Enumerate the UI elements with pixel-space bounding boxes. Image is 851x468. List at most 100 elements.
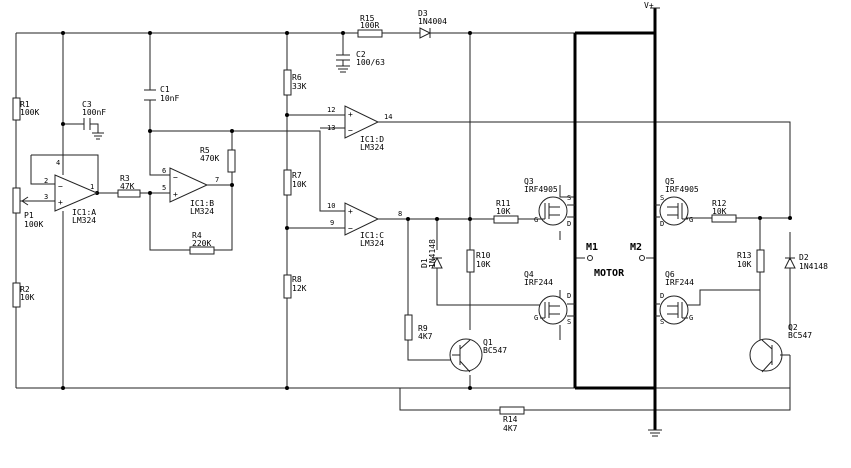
mosfet-q3: [538, 196, 568, 226]
r9-ref: R9: [418, 324, 428, 333]
q3-ref: Q3: [524, 177, 534, 186]
ground-symbols: [92, 65, 662, 437]
ic1b-ref: IC1:B: [190, 199, 214, 208]
junction-dots: [14, 31, 792, 390]
r13-ref: R13: [737, 251, 752, 260]
transistor-q1: [449, 338, 483, 372]
pin-10: 10: [327, 202, 335, 210]
ic1a-ref: IC1:A: [72, 208, 96, 217]
q6-value: IRF244: [665, 278, 694, 287]
pin-s-q4: S: [567, 318, 571, 326]
resistor-r8: [283, 274, 292, 299]
pin-13: 13: [327, 124, 335, 132]
resistor-r3: [117, 189, 141, 198]
r6-ref: R6: [292, 73, 302, 82]
resistor-r12: [711, 214, 737, 223]
opamp-ic1b: [169, 167, 209, 203]
pin-5: 5: [162, 184, 166, 192]
r2-ref: R2: [20, 285, 30, 294]
pin-6: 6: [162, 167, 166, 175]
capacitors: [83, 54, 350, 130]
d2-ref: D2: [799, 253, 809, 262]
resistor-r14: [499, 406, 525, 415]
q2-value: BC547: [788, 331, 812, 340]
r14-value: 4K7: [503, 424, 518, 433]
r15-value: 100R: [360, 21, 379, 30]
resistor-r10: [466, 249, 475, 273]
mosfet-q6: [659, 295, 689, 325]
d3-ref: D3: [418, 9, 428, 18]
pin-d-q5: D: [660, 220, 664, 228]
labels: V+ R1 100K R2 10K P1 100K C3 100nF C1 10…: [20, 1, 828, 433]
pin-d-q4: D: [567, 292, 571, 300]
r1-ref: R1: [20, 100, 30, 109]
r5-value: 470K: [200, 154, 219, 163]
opamp-ic1a: [54, 174, 99, 212]
p1-ref: P1: [24, 211, 34, 220]
r15-ref: R15: [360, 14, 375, 23]
capacitor-c2: [336, 54, 350, 66]
pin-g-q5: G: [689, 216, 693, 224]
pin-g-q6: G: [689, 314, 693, 322]
opamp-ic1c: [344, 202, 380, 236]
resistor-r5: [227, 149, 236, 173]
r7-ref: R7: [292, 171, 302, 180]
ic1c-plus: +: [348, 207, 353, 216]
ground-icon: [336, 65, 350, 73]
wiper-arrow: [21, 196, 29, 206]
ground-icon: [648, 429, 662, 437]
diode-d2: [784, 256, 796, 269]
pin-2: 2: [44, 177, 48, 185]
r8-value: 12K: [292, 284, 307, 293]
capacitor-c1: [144, 89, 156, 101]
q5-ref: Q5: [665, 177, 675, 186]
resistor-r15: [357, 29, 383, 38]
r5-ref: R5: [200, 146, 210, 155]
motor-m2-label: M2: [630, 242, 642, 253]
r10-ref: R10: [476, 251, 491, 260]
resistor-r6: [283, 69, 292, 96]
r11-value: 10K: [496, 207, 511, 216]
supply-label: V+: [644, 1, 654, 10]
resistor-r11: [493, 215, 519, 224]
pin-9: 9: [330, 219, 334, 227]
mosfet-q4: [538, 295, 568, 325]
resistor-r2: [12, 282, 21, 308]
diode-d1: [431, 256, 443, 269]
r11-ref: R11: [496, 199, 511, 208]
mosfet-q5: [659, 196, 689, 226]
r14-ref: R14: [503, 415, 518, 424]
pin-8: 8: [398, 210, 402, 218]
ic1b-minus: −: [173, 173, 178, 182]
r2-value: 10K: [20, 293, 35, 302]
resistors: [12, 29, 765, 415]
q5-value: IRF4905: [665, 185, 699, 194]
mosfets: [538, 196, 689, 325]
ic1a-minus: −: [58, 182, 63, 191]
ic1b-value: LM324: [190, 207, 214, 216]
q6-ref: Q6: [665, 270, 675, 279]
r9-value: 4K7: [418, 332, 433, 341]
wires: [15, 8, 791, 430]
r13-value: 10K: [737, 260, 752, 269]
resistor-r7: [283, 169, 292, 196]
resistor-r9: [404, 314, 413, 341]
pin-4: 4: [56, 159, 60, 167]
r10-value: 10K: [476, 260, 491, 269]
bjts: [449, 338, 790, 373]
r6-value: 33K: [292, 82, 307, 91]
potentiometer-p1: [12, 187, 21, 214]
capacitor-c3: [83, 118, 91, 130]
h-bridge-bus: [573, 8, 657, 430]
r3-value: 47K: [120, 182, 135, 191]
ic1c-ref: IC1:C: [360, 231, 384, 240]
pin-3: 3: [44, 193, 48, 201]
ic1d-minus: −: [348, 126, 353, 135]
q1-ref: Q1: [483, 338, 493, 347]
pin-12: 12: [327, 106, 335, 114]
r7-value: 10K: [292, 180, 307, 189]
pin-1: 1: [90, 183, 94, 191]
resistor-r13: [756, 249, 765, 273]
ground-icon: [92, 132, 104, 140]
q1-value: BC547: [483, 346, 507, 355]
